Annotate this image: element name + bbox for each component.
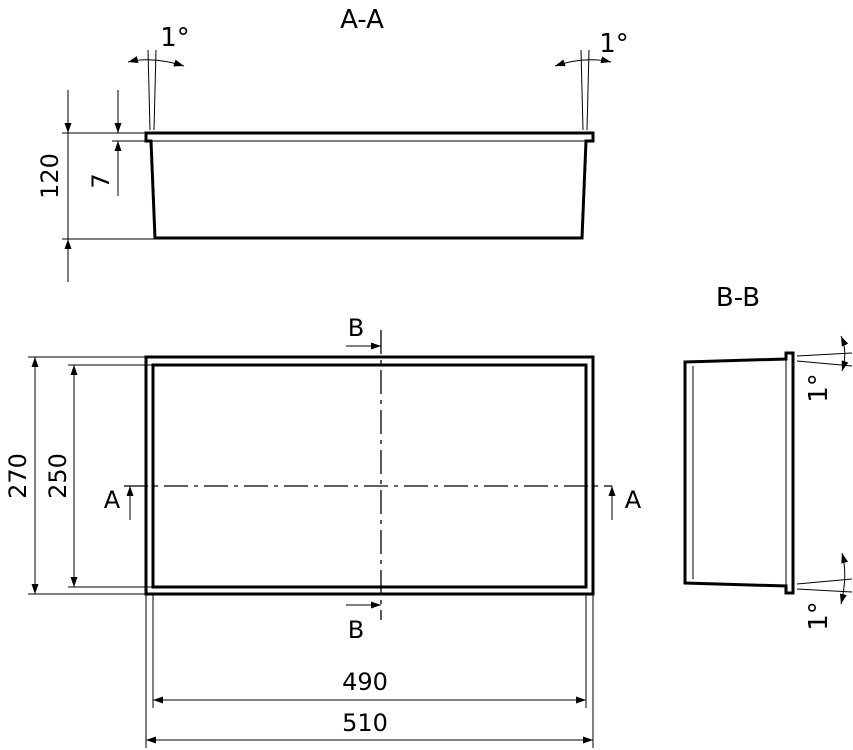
section-aa-title: A-A	[340, 5, 384, 35]
angle-arc-left	[127, 56, 185, 67]
angle-arc-top	[840, 335, 849, 372]
dim-250-label: 250	[44, 453, 72, 499]
tray-outer-rim	[144, 355, 595, 596]
tray-section-profile	[144, 131, 595, 240]
section-bb-view: B-B 1° 1°	[683, 283, 853, 631]
section-a-right-label: A	[625, 486, 642, 514]
draft-line-right	[580, 49, 584, 131]
section-aa-view: A-A 1° 1° 120 7	[36, 5, 629, 282]
dim-7-label: 7	[87, 173, 115, 188]
draft-line-bottom	[796, 578, 853, 585]
plan-view: B B A A 270 250 490 510	[4, 314, 642, 748]
draft-line-left	[147, 49, 151, 131]
draft-line-top	[796, 352, 853, 357]
angle-label-left: 1°	[160, 23, 190, 53]
angle-label-top: 1°	[804, 373, 834, 403]
angle-label-right: 1°	[599, 29, 629, 59]
dim-120-label: 120	[36, 153, 64, 199]
angle-arc-right	[554, 56, 612, 67]
section-a-left-label: A	[104, 486, 121, 514]
tray-inner-rim	[151, 363, 588, 589]
tray-bb-profile	[683, 351, 795, 595]
angle-arc-bottom	[839, 552, 849, 605]
angle-label-bottom: 1°	[804, 601, 834, 631]
section-bb-title: B-B	[716, 283, 760, 313]
dim-510-label: 510	[342, 709, 388, 737]
dim-270-label: 270	[4, 453, 32, 499]
dim-490-label: 490	[342, 668, 388, 696]
section-b-top-label: B	[348, 314, 364, 342]
section-b-bottom-label: B	[348, 616, 364, 644]
